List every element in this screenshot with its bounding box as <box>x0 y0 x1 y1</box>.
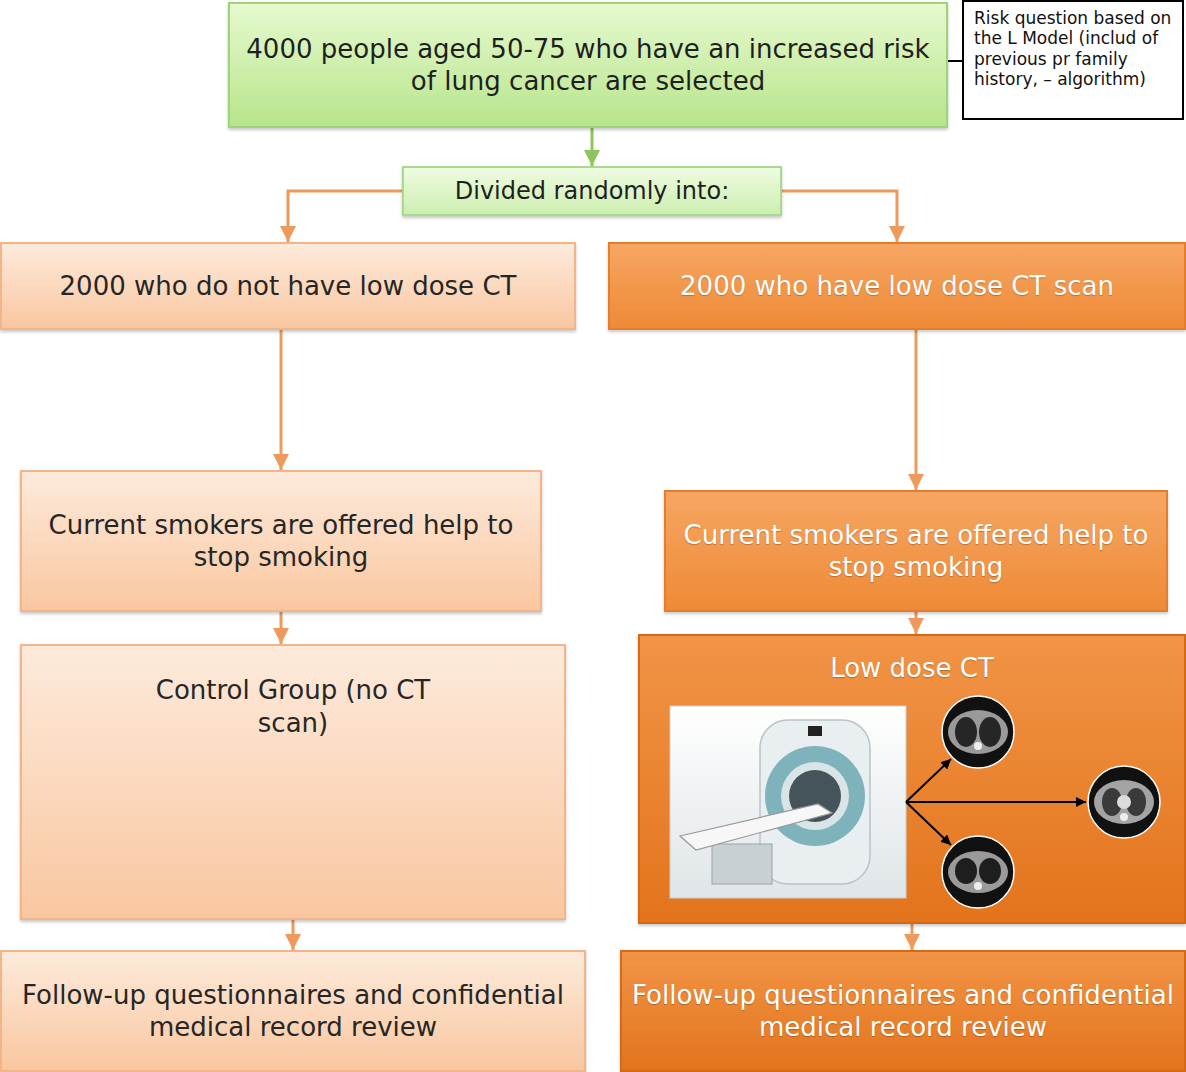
ct-lung <box>1126 788 1146 816</box>
box-text: Follow-up questionnaires and confidentia… <box>12 979 574 1044</box>
scan-box: Low dose CT <box>638 634 1186 924</box>
patient-bed <box>680 804 832 850</box>
ct-spine <box>974 742 982 750</box>
ct-body <box>1094 780 1154 824</box>
group-box: 2000 who do not have low dose CT <box>0 242 576 330</box>
follow-up-box: Follow-up questionnaires and confidentia… <box>0 950 586 1072</box>
ct-slice-frame <box>942 696 1014 768</box>
ct-slice-image <box>942 696 1014 768</box>
ct-lung <box>1102 788 1122 816</box>
control-box: Control Group (no CT scan) <box>20 644 566 920</box>
scanner-ring <box>765 746 865 846</box>
ct-slice-frame <box>942 836 1014 908</box>
photo-panel <box>670 706 906 898</box>
box-text: Current smokers are offered help to stop… <box>676 519 1156 584</box>
ct-lung <box>979 717 1001 747</box>
box-text: Current smokers are offered help to stop… <box>32 509 530 574</box>
note-callout: Risk question based on the L Model (incl… <box>962 0 1184 120</box>
ct-spine <box>1120 813 1128 821</box>
flow-arrow <box>288 191 402 242</box>
ct-heart <box>1117 795 1131 809</box>
flow-arrow <box>915 330 918 490</box>
ct-spine <box>974 882 982 890</box>
flow-arrow <box>911 924 914 950</box>
scanner-display <box>808 726 822 736</box>
scanner-gantry <box>760 720 870 884</box>
image-arrow <box>906 802 951 845</box>
flow-arrow <box>591 128 594 166</box>
box-text: 4000 people aged 50-75 who have an incre… <box>240 33 936 98</box>
box-text: Follow-up questionnaires and confidentia… <box>632 979 1174 1044</box>
ct-slice-frame <box>1088 766 1160 838</box>
process-box: Current smokers are offered help to stop… <box>664 490 1168 612</box>
follow-up-box: Follow-up questionnaires and confidentia… <box>620 950 1186 1072</box>
ct-slice-image <box>942 836 1014 908</box>
image-arrow <box>906 801 1086 803</box>
ct-lung <box>955 717 977 747</box>
scanner-ring-inner <box>781 762 849 830</box>
ct-lung <box>979 858 1001 884</box>
box-text: 2000 who do not have low dose CT <box>60 270 517 303</box>
ct-body <box>948 851 1008 893</box>
process-box: Current smokers are offered help to stop… <box>20 470 542 612</box>
ct-slice-image <box>1088 766 1160 838</box>
group-box: 2000 who have low dose CT scan <box>608 242 1186 330</box>
box-text: Divided randomly into: <box>455 176 730 206</box>
flow-arrow <box>292 920 295 950</box>
ct-body <box>948 710 1008 754</box>
box-text: 2000 who have low dose CT scan <box>680 270 1114 303</box>
bed-base <box>712 844 772 884</box>
flow-arrow <box>915 612 918 634</box>
box-text: Low dose CT <box>830 652 994 685</box>
split-box: Divided randomly into: <box>402 166 782 216</box>
flow-arrow <box>280 330 283 470</box>
flow-arrow <box>948 60 962 62</box>
ct-lung <box>955 858 977 884</box>
scanner-bore <box>789 770 841 822</box>
flow-arrow <box>782 191 897 242</box>
start-box: 4000 people aged 50-75 who have an incre… <box>228 2 948 128</box>
note-text: Risk question based on the L Model (incl… <box>974 8 1172 90</box>
box-text: Control Group (no CT scan) <box>133 674 453 739</box>
image-arrow <box>906 759 951 802</box>
flow-arrow <box>280 612 283 644</box>
